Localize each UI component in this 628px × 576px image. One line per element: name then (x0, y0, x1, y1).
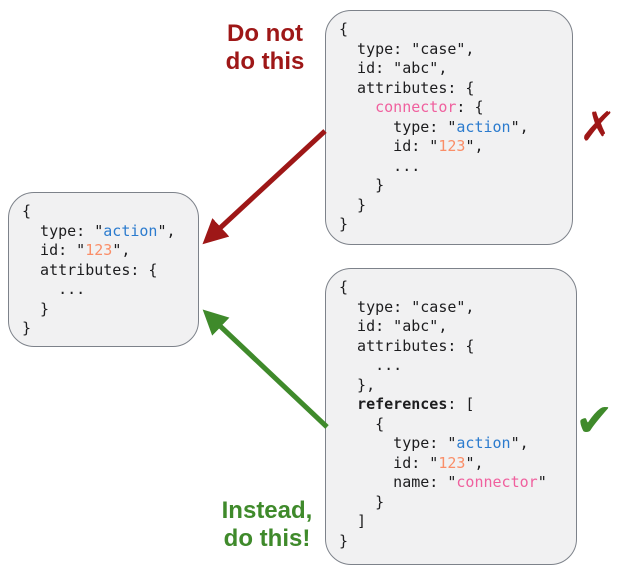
code-line: { (339, 20, 349, 38)
action-object-code-box: { type: "action", id: "123", attributes:… (8, 192, 199, 347)
code-line: id: "123", (339, 453, 484, 472)
code-line: id: "abc", (339, 317, 448, 335)
checkmark-icon: ✔ (575, 393, 614, 447)
code-line: id: "123", (22, 241, 131, 259)
instead-caption-line1: Instead, (221, 497, 313, 524)
code-line: type: "action", (22, 221, 176, 240)
code-line: id: "abc", (339, 59, 448, 77)
code-line: type: "action", (339, 434, 529, 452)
code-line: } (339, 176, 385, 194)
case-embedded-connector-code-box: { type: "case", id: "abc", attributes: {… (325, 10, 573, 245)
code-line: attributes: { (339, 336, 475, 355)
code-line: attributes: { (339, 78, 475, 97)
do-not-caption-line2: do this (225, 48, 305, 75)
instead-arrow (202, 309, 329, 429)
code-line: type: "case", (339, 39, 475, 58)
do-not-arrow (202, 129, 327, 245)
instead-caption: Instead, do this! (202, 497, 332, 553)
do-not-caption-line1: Do not (227, 20, 303, 47)
code-line: ... (339, 356, 403, 374)
code-line: references: [ (357, 395, 475, 413)
code-line: attributes: { (22, 260, 158, 279)
code-line: { (22, 202, 32, 220)
code-line: ... (22, 280, 86, 298)
code-line: type: "case", (339, 297, 475, 316)
code-line: } (339, 492, 385, 511)
code-line: type: "action", (339, 117, 529, 136)
code-line: id: "123", (339, 137, 484, 155)
code-line: ... (339, 156, 421, 175)
cross-icon: ✗ (578, 100, 617, 153)
code-line: } (22, 299, 50, 318)
code-line: }, (339, 375, 376, 394)
code-line: name: "connector" (339, 473, 547, 491)
code-line: { (339, 414, 385, 433)
code-line: } (22, 319, 32, 337)
code-line: connector: { (375, 98, 484, 116)
case-references-code-box: { type: "case", id: "abc", attributes: {… (325, 268, 577, 565)
code-line: { (339, 278, 349, 296)
code-line: } (339, 531, 349, 550)
do-not-caption: Do not do this (200, 20, 330, 76)
code-line: } (339, 195, 367, 214)
code-line: } (339, 215, 349, 233)
instead-caption-line2: do this! (223, 525, 311, 552)
code-line: ] (339, 512, 367, 530)
